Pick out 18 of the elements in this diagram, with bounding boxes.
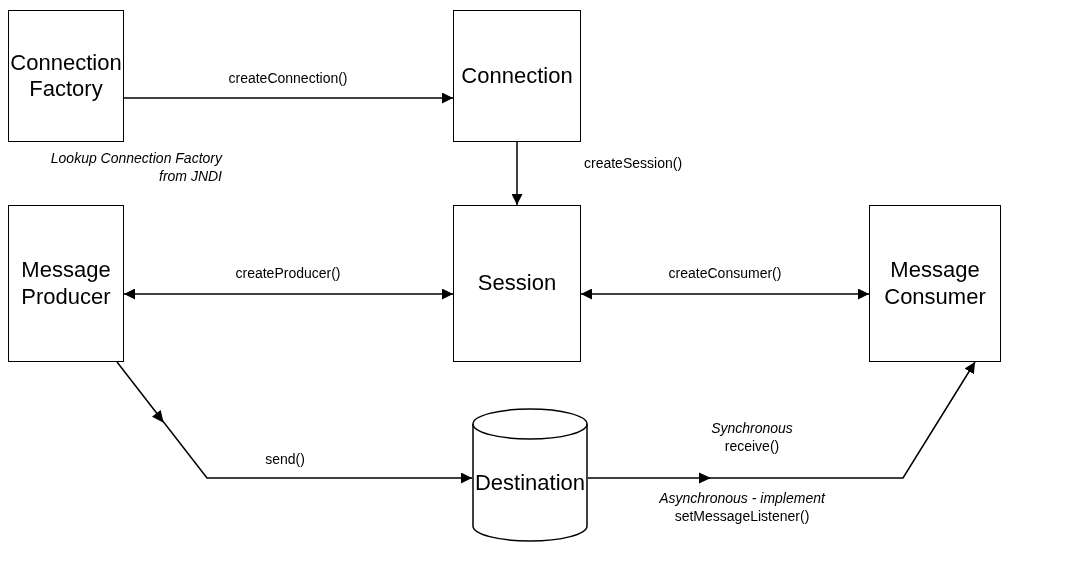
process-box: [453, 10, 581, 142]
edge-label: createProducer(): [235, 265, 341, 283]
edge-label: createConsumer(): [668, 265, 782, 283]
node-label: Destination: [474, 469, 586, 497]
process-box: [8, 205, 124, 362]
process-box: [8, 10, 124, 142]
edge-note: Asynchronous - implement setMessageListener(): [657, 490, 827, 525]
process-box: [453, 205, 581, 362]
edge-label: createSession(): [584, 155, 683, 173]
process-box: [869, 205, 1001, 362]
edge-label: send(): [265, 451, 305, 469]
node-label: Connection Factory: [9, 49, 123, 103]
node-label: Connection: [461, 62, 573, 90]
node-label: Message Consumer: [883, 257, 987, 310]
node-label: Session: [477, 270, 557, 297]
node-label: Message Producer: [20, 257, 112, 310]
edge-label: createConnection(): [228, 70, 348, 88]
node-note: Lookup Connection Factory from JNDI: [49, 150, 222, 185]
